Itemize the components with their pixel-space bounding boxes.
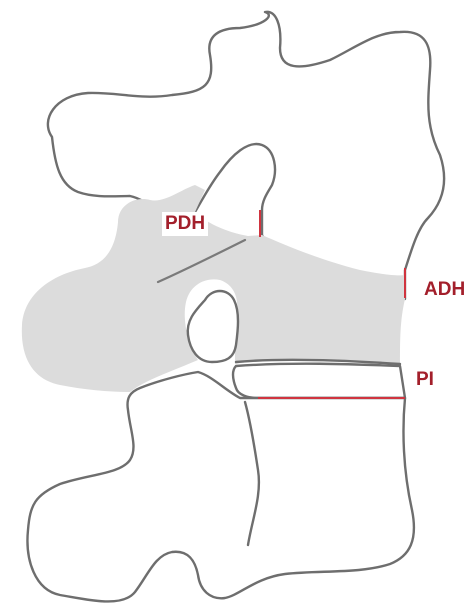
lower-vertebra-outline bbox=[27, 372, 413, 601]
pi-label: PI bbox=[416, 369, 434, 391]
foramen-outline bbox=[188, 291, 238, 362]
adh-label: ADH bbox=[424, 279, 465, 301]
intervertebral-disc bbox=[233, 364, 405, 398]
pdh-label: PDH bbox=[162, 212, 208, 236]
